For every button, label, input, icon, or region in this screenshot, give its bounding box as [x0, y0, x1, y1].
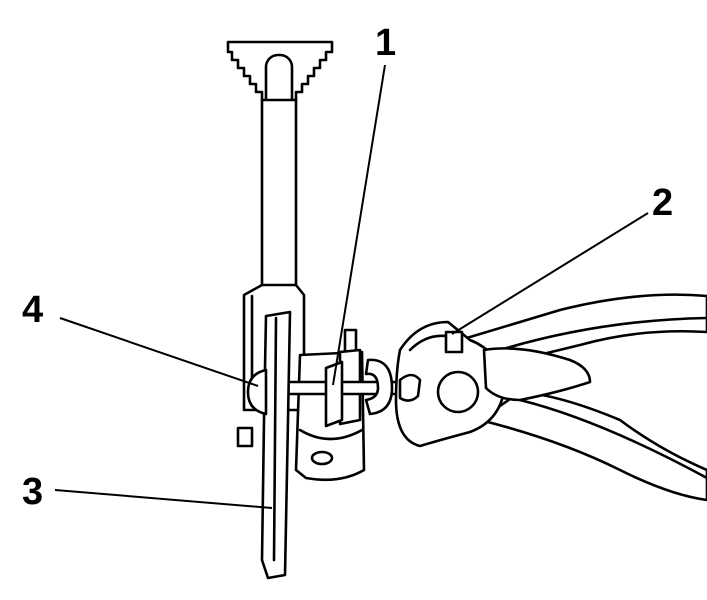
- tool-bolt-head: [236, 426, 254, 448]
- pliers-lower-handle: [478, 390, 707, 502]
- callout-4: 4: [22, 289, 43, 331]
- leader-line-2: [451, 212, 649, 335]
- pliers: [394, 293, 707, 502]
- pliers-pivot: [436, 370, 480, 414]
- pliers-jaw-insert: [444, 330, 464, 354]
- callout-2: 2: [652, 182, 673, 224]
- leader-line-3: [54, 489, 273, 509]
- ball-joint: [246, 368, 268, 416]
- pliers-cover-plate: [482, 347, 592, 402]
- leader-line-1: [332, 64, 386, 386]
- lever-blade: [260, 310, 292, 580]
- callout-1: 1: [375, 22, 396, 64]
- leader-line-4: [59, 317, 259, 387]
- callout-3: 3: [22, 471, 43, 513]
- bracket-hole: [310, 450, 334, 466]
